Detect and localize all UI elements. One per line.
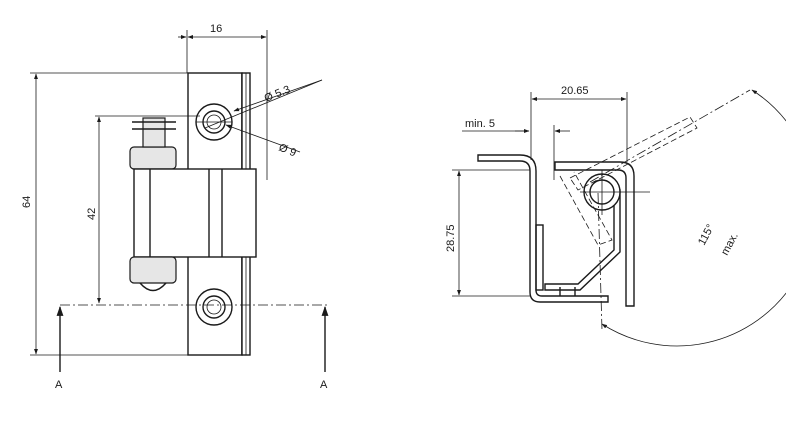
section-label-right: A — [320, 379, 328, 391]
width-dimension: 16 — [178, 23, 268, 180]
height-side-label: 28.75 — [445, 224, 457, 252]
offset-dimension: 20.65 — [530, 85, 628, 162]
section-label-left: A — [55, 379, 63, 391]
height-dimension: 64 — [21, 72, 188, 356]
opening-angle-label: 115° — [696, 222, 717, 247]
offset-dimension-label: 20.65 — [561, 85, 589, 97]
upper-mounting-hole — [195, 103, 233, 141]
hinge-barrel — [129, 117, 257, 292]
bore-large-label: Ø 9 — [277, 142, 298, 160]
min-gap-dimension: min. 5 — [462, 118, 570, 180]
height-side-dimension: 28.75 — [445, 169, 530, 297]
opening-angle-note: max. — [719, 231, 741, 258]
hole-pitch-dimension: 42 — [86, 115, 200, 304]
height-dimension-label: 64 — [21, 196, 33, 208]
front-view: A A 16 64 42 Ø 5.3 Ø 9 — [21, 23, 330, 391]
side-view: 20.65 min. 5 28.75 115° max. — [445, 85, 786, 347]
width-dimension-label: 16 — [210, 23, 222, 35]
hole-pitch-label: 42 — [86, 208, 98, 220]
opened-position-phantom — [559, 89, 751, 331]
lower-mounting-hole — [195, 288, 233, 326]
min-gap-label: min. 5 — [465, 118, 495, 130]
